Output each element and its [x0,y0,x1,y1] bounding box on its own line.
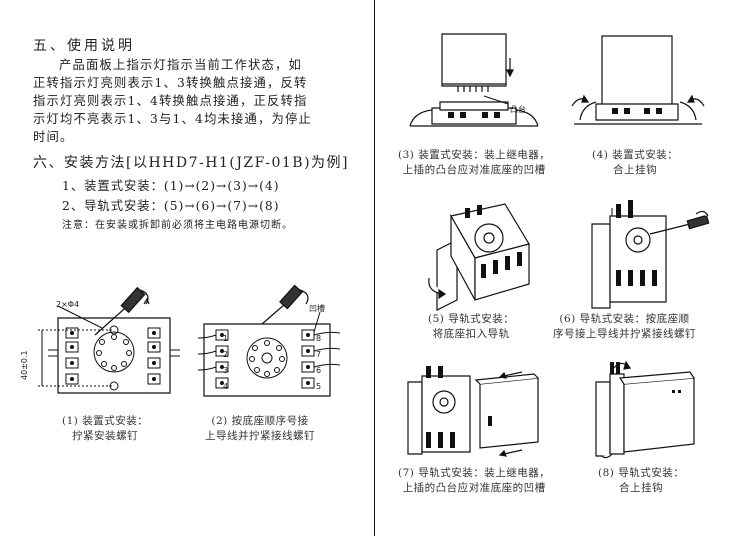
figure-6-drawing [590,200,714,310]
caption-line: (2) 按底座顺序号接 [211,415,309,427]
figure-3-drawing [404,30,544,140]
step-2-text: 2、导轨式安装：(5)→(6)→(7)→(8) [62,199,280,213]
figure-4-caption: (4) 装置式安装： 合上挂钩 [592,148,678,178]
socket-number: 8 [316,334,322,343]
figure-7-drawing [404,366,550,458]
figure-8-drawing [594,360,714,460]
caption-line: (8) 导轨式安装： [598,467,685,479]
socket-number: 4 [223,382,229,391]
caption-line: 合上挂钩 [613,164,658,176]
figure-5-caption: (5) 导轨式安装： 将底座扣入导轨 [428,312,514,342]
caption-line: 上插的凸台应对准底座的凹槽 [402,482,546,494]
figure-8-caption: (8) 导轨式安装： 合上挂钩 [598,466,684,496]
caption-line: (6) 导轨式安装：按底座顺 [559,313,690,325]
paragraph-line: 产品面板上指示灯指示当前工作状态，如 [59,58,302,72]
groove-label: 凹槽 [309,304,325,313]
caption-line: 序号接上导线并拧紧接线螺钉 [553,328,696,340]
paragraph-line: 指示灯亮则表示1、4转换触点接通，正反转指 [33,94,308,108]
safety-note: 注意：在安装或拆卸前必须将主电路电源切断。 [62,220,293,231]
figure-3-caption: (3) 装置式安装：装上继电器， 上插的凸台应对准底座的凹槽 [398,148,550,178]
socket-number: 2 [223,350,229,359]
figure-2-drawing [202,290,342,400]
caption-line: 合上挂钩 [619,482,664,494]
figure-6-caption: (6) 导轨式安装：按底座顺 序号接上导线并拧紧接线螺钉 [553,312,696,342]
paragraph-line: 示灯均不亮表示1、3与1、4均未接通，为停止 [33,112,313,126]
section6-heading: 六、安装方法[以HHD7-H1(JZF-01B)为例] [33,155,350,171]
page-divider [374,0,375,536]
dimension-label: 40±0.1 [20,350,29,380]
figure-7-caption: (7) 导轨式安装：装上继电器， 上插的凸台应对准底座的凹槽 [398,466,550,496]
caption-line: (7) 导轨式安装：装上继电器， [398,467,551,479]
caption-line: (5) 导轨式安装： [428,313,515,325]
caption-line: (4) 装置式安装： [592,149,679,161]
figure-1-caption: (1) 装置式安装： 拧紧安装螺钉 [62,414,148,444]
paragraph-line: 正转指示灯亮则表示1、3转换触点接通，反转 [33,76,308,90]
hole-size-label: 2×Φ4 [56,300,80,309]
socket-number: 1 [223,334,229,343]
step-1-text: 1、装置式安装：(1)→(2)→(3)→(4) [62,179,280,193]
caption-line: (1) 装置式安装： [62,415,149,427]
caption-line: 上导线并拧紧接线螺钉 [205,430,315,442]
section5-heading: 五、使用说明 [33,38,135,54]
section5-paragraph: 产品面板上指示灯指示当前工作状态，如 正转指示灯亮则表示1、3转换触点接通，反转… [33,56,349,146]
caption-line: 拧紧安装螺钉 [72,430,139,442]
socket-number: 5 [316,382,322,391]
caption-line: 将底座扣入导轨 [432,328,510,340]
figure-2-caption: (2) 按底座顺序号接 上导线并拧紧接线螺钉 [205,414,315,444]
caption-line: 上插的凸台应对准底座的凹槽 [402,164,546,176]
boss-label: 凸台 [510,105,526,114]
paragraph-line: 时间。 [33,130,74,144]
socket-number: 7 [316,350,322,359]
socket-number: 6 [316,366,322,375]
socket-number: 3 [223,366,229,375]
figure-4-drawing [572,30,712,140]
figure-1-drawing [40,290,190,400]
caption-line: (3) 装置式安装：装上继电器， [398,149,551,161]
figure-5-drawing [425,198,535,308]
